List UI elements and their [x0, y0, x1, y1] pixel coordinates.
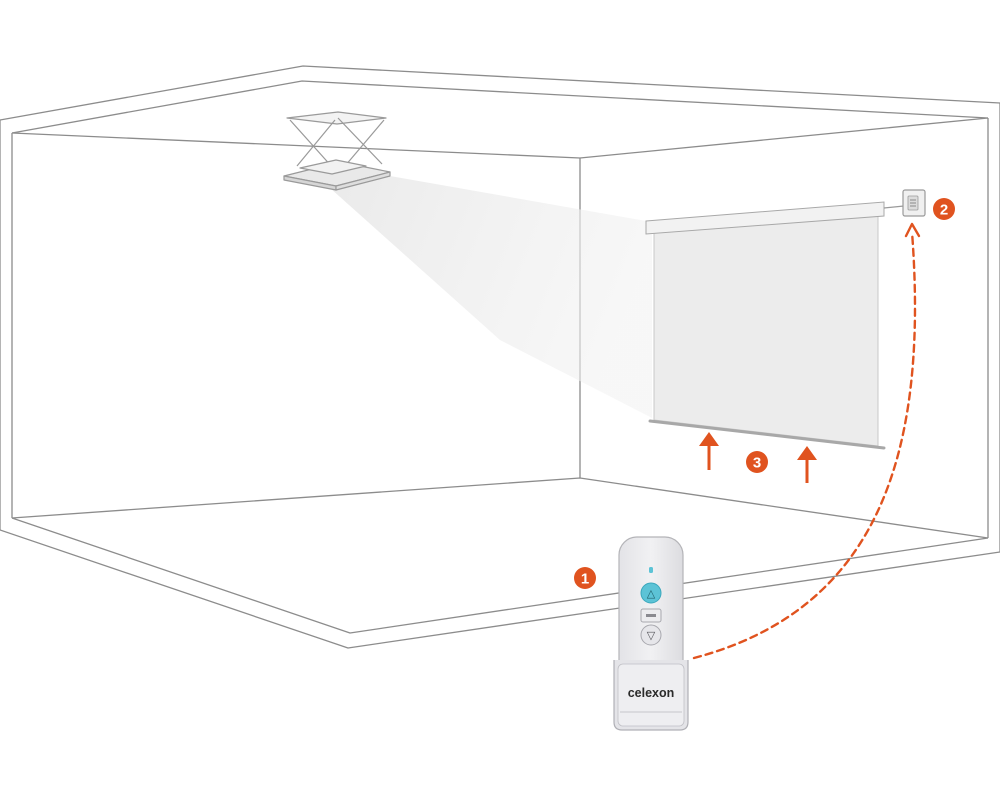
- floor-front-edge-inner: [11, 517, 989, 634]
- svg-text:1: 1: [581, 571, 589, 588]
- triangle-up-icon: △: [647, 587, 656, 600]
- room: [0, 65, 1000, 649]
- remote-control: △ ▽ celexon: [613, 536, 689, 731]
- projector-ceiling-lift: [283, 111, 391, 191]
- remote-stop-button[interactable]: [640, 608, 662, 623]
- floor-back-edge: [11, 477, 989, 539]
- receiver-cable: [883, 205, 905, 209]
- room-ceiling-inner-edge: [11, 80, 989, 134]
- lift-mount-plate: [286, 111, 387, 125]
- projection-screen: [645, 201, 886, 450]
- arrow-up-icon: [699, 432, 719, 446]
- lift-scissor-arm: [289, 119, 334, 169]
- svg-text:3: 3: [753, 455, 761, 472]
- screen-bottom-bar: [648, 419, 886, 450]
- remote-wall-holder: [613, 660, 689, 731]
- stop-bar-icon: [646, 614, 656, 617]
- signal-arrowhead-icon: [904, 222, 921, 238]
- projector-light-beam: [330, 172, 652, 418]
- lift-scissor-arm: [296, 119, 336, 167]
- back-wall-top-edge: [11, 117, 989, 159]
- remote-brand-label: celexon: [628, 686, 675, 700]
- step-badge-3: 3: [746, 451, 768, 473]
- screen-surface: [653, 211, 879, 447]
- room-ceiling-outer-edge: [0, 65, 1000, 121]
- triangle-down-icon: ▽: [647, 629, 656, 642]
- wireless-receiver: [902, 189, 926, 217]
- step-badge-1: 1: [574, 567, 596, 589]
- step-badge-2: 2: [933, 198, 955, 220]
- svg-text:2: 2: [940, 202, 948, 219]
- lift-scissor-arm: [337, 117, 383, 165]
- floor-front-edge-outer: [0, 529, 1000, 649]
- remote-up-button[interactable]: △: [640, 582, 662, 604]
- arrow-up-icon: [797, 446, 817, 460]
- screen-up-arrow-left: [699, 432, 719, 470]
- screen-cassette: [645, 201, 885, 235]
- screen-up-arrow-right: [797, 446, 817, 483]
- projector-body: [299, 159, 367, 175]
- remote-status-led: [649, 567, 653, 573]
- lift-projector-tray-side: [335, 171, 391, 191]
- wireless-signal-path: [692, 230, 917, 660]
- remote-down-button[interactable]: ▽: [640, 624, 662, 646]
- lift-scissor-arm: [344, 119, 385, 167]
